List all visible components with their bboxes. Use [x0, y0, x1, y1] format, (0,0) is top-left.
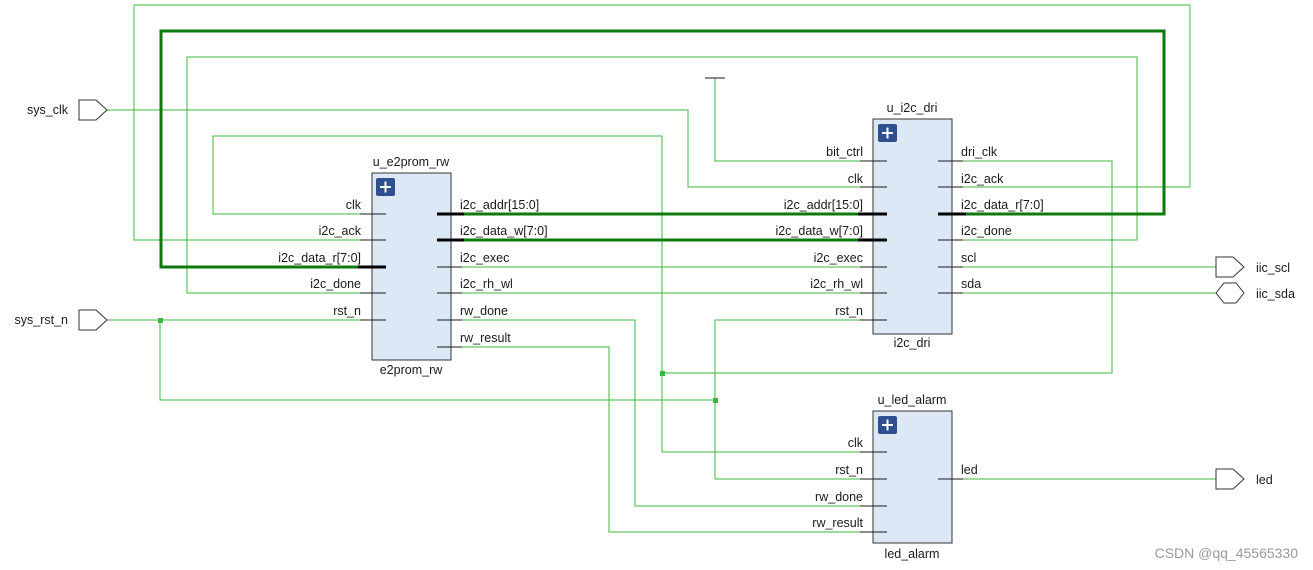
e2prom-pin-i2c-done: i2c_done [310, 277, 361, 291]
port-sys-rst-n-label: sys_rst_n [15, 313, 69, 327]
i2c-pin-i2c-ack: i2c_ack [961, 172, 1004, 186]
e2prom-module-label: e2prom_rw [380, 363, 443, 377]
port-iic-sda-label: iic_sda [1256, 287, 1295, 301]
port-sys-clk-label: sys_clk [27, 103, 69, 117]
net-sys-clk[interactable] [107, 109, 873, 188]
i2c-pin-sda: sda [961, 277, 981, 291]
i2c-instance-label: u_i2c_dri [887, 101, 938, 115]
watermark: CSDN @qq_45565330 [1155, 545, 1299, 561]
led-pin-rw-done: rw_done [815, 490, 863, 504]
led-pin-rw-result: rw_result [812, 516, 863, 530]
port-sys-rst-n[interactable] [78, 309, 108, 331]
net-rw-done[interactable] [462, 319, 873, 507]
e2prom-pin-i2c-exec: i2c_exec [460, 251, 509, 265]
i2c-module-label: i2c_dri [894, 336, 931, 350]
led-module-label: led_alarm [885, 547, 940, 561]
net-i2c-ack[interactable] [133, 4, 1191, 241]
net-i2c-done[interactable] [186, 56, 1138, 294]
e2prom-pin-i2c-addr: i2c_addr[15:0] [460, 198, 539, 212]
net-bit-ctrl[interactable] [714, 78, 873, 162]
e2prom-pin-i2c-ack: i2c_ack [319, 224, 362, 238]
plus-icon[interactable] [878, 124, 897, 142]
port-iic-scl-label: iic_scl [1256, 261, 1290, 275]
i2c-body[interactable] [872, 118, 953, 335]
net-rst-i2c[interactable] [714, 319, 873, 479]
bus-i2c-data-r[interactable] [159, 29, 1166, 269]
net-rw-result[interactable] [462, 346, 873, 533]
i2c-pin-i2c-done: i2c_done [961, 224, 1012, 238]
port-iic-scl[interactable] [1215, 256, 1245, 278]
buses [159, 29, 1166, 269]
nets [107, 4, 1216, 533]
e2prom-pin-i2c-data-r: i2c_data_r[7:0] [278, 251, 361, 265]
led-pin-clk: clk [848, 436, 864, 450]
i2c-pin-dri-clk: dri_clk [961, 145, 998, 159]
net-sys-rst-n-branch[interactable] [159, 320, 715, 401]
led-pin-rst-n: rst_n [835, 463, 863, 477]
port-iic-sda[interactable] [1215, 282, 1245, 304]
plus-icon[interactable] [376, 178, 395, 196]
block-led-alarm[interactable]: u_led_alarm led_alarm clk rst_n rw_done … [812, 393, 977, 561]
i2c-pin-i2c-rh-wl: i2c_rh_wl [810, 277, 863, 291]
i2c-pin-i2c-addr: i2c_addr[15:0] [784, 198, 863, 212]
e2prom-pin-clk: clk [346, 198, 362, 212]
block-e2prom-rw[interactable]: u_e2prom_rw e2prom_rw clk i2c_ack i2c_da… [278, 155, 547, 377]
junction-rst-branch [713, 398, 718, 403]
led-instance-label: u_led_alarm [878, 393, 947, 407]
e2prom-pin-rw-result: rw_result [460, 331, 511, 345]
e2prom-instance-label: u_e2prom_rw [373, 155, 450, 169]
plus-icon[interactable] [878, 416, 897, 434]
i2c-pin-scl: scl [961, 251, 976, 265]
e2prom-pin-rw-done: rw_done [460, 304, 508, 318]
led-pin-led: led [961, 463, 978, 477]
i2c-pin-i2c-exec: i2c_exec [814, 251, 863, 265]
i2c-pin-i2c-data-r: i2c_data_r[7:0] [961, 198, 1044, 212]
junction-dri-clk [660, 371, 665, 376]
port-led[interactable] [1215, 468, 1245, 490]
port-led-label: led [1256, 473, 1273, 487]
i2c-pin-rst-n: rst_n [835, 304, 863, 318]
net-dri-clk[interactable] [212, 135, 1113, 374]
i2c-pin-clk: clk [848, 172, 864, 186]
e2prom-pin-i2c-rh-wl: i2c_rh_wl [460, 277, 513, 291]
net-dri-clk-led[interactable] [661, 373, 873, 453]
e2prom-pin-i2c-data-w: i2c_data_w[7:0] [460, 224, 548, 238]
block-i2c-dri[interactable]: u_i2c_dri i2c_dri bit_ctrl clk i2c_addr[… [775, 101, 1043, 350]
e2prom-pin-rst-n: rst_n [333, 304, 361, 318]
i2c-pin-bit-ctrl: bit_ctrl [826, 145, 863, 159]
junction-rst [158, 318, 163, 323]
port-sys-clk[interactable] [78, 99, 108, 121]
top-ports: sys_clk sys_rst_n iic_scl iic_sda led [15, 99, 1295, 490]
i2c-pin-i2c-data-w: i2c_data_w[7:0] [775, 224, 863, 238]
